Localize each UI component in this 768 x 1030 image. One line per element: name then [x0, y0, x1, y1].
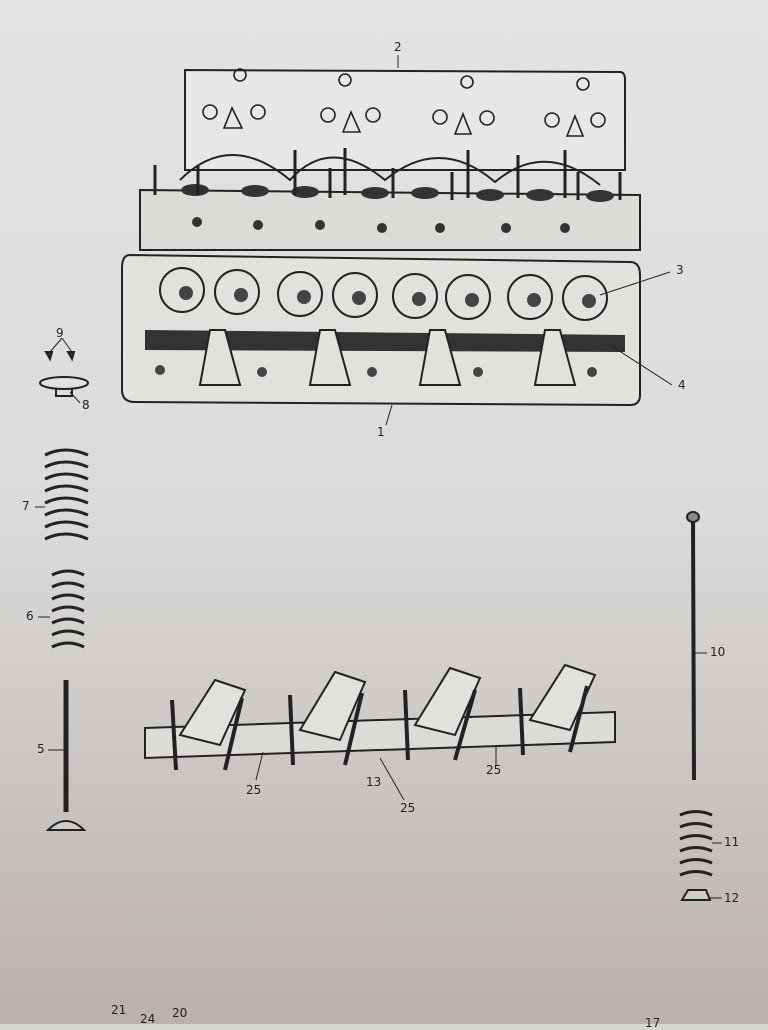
valve-spring-outer [44, 448, 89, 541]
leader-lines [35, 55, 722, 899]
callout-17: 17 [645, 1016, 661, 1030]
rocker-shaft-assembly [144, 663, 616, 771]
callout-8: 8 [82, 398, 90, 412]
cylinder-head [121, 253, 641, 407]
callout-25: 25 [246, 783, 262, 797]
callout-25: 25 [486, 763, 502, 777]
tappet-spring [679, 810, 713, 877]
callout-21: 21 [111, 1003, 127, 1017]
callout-9: 9 [56, 326, 64, 340]
head-gasket [184, 68, 626, 171]
callout-3: 3 [676, 263, 684, 277]
valve-cap [39, 376, 89, 397]
callout-12: 12 [724, 891, 740, 905]
callout-10: 10 [710, 645, 726, 659]
valve [45, 680, 87, 831]
spring-cup [680, 889, 712, 901]
callout-2: 2 [394, 40, 402, 54]
callout-6: 6 [26, 609, 34, 623]
cylinder-head-top [139, 148, 641, 251]
callout-24: 24 [140, 1012, 156, 1026]
callout-13: 13 [366, 775, 382, 789]
valve-collets [44, 351, 76, 362]
pushrod [686, 511, 700, 781]
callout-25: 25 [400, 801, 416, 815]
callout-7: 7 [22, 499, 30, 513]
callout-1: 1 [377, 425, 385, 439]
callout-5: 5 [37, 742, 45, 756]
callout-11: 11 [724, 835, 740, 849]
callout-20: 20 [172, 1006, 188, 1020]
callout-4: 4 [678, 378, 686, 392]
valve-spring-inner [51, 569, 85, 649]
